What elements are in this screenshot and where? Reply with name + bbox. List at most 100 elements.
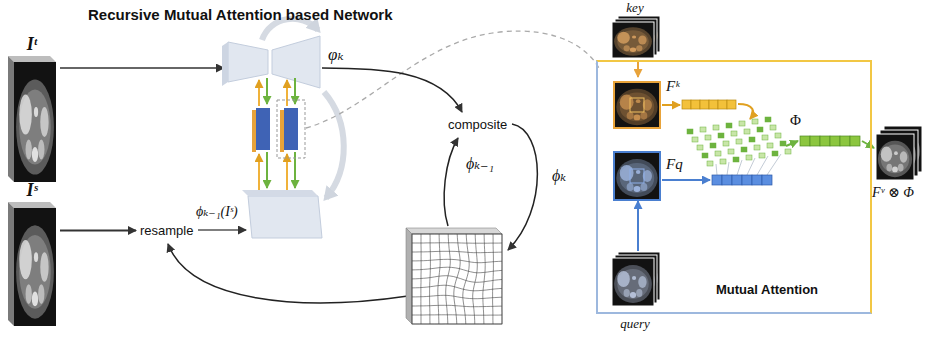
- key-vector: [682, 100, 736, 109]
- attention-cell: [749, 137, 755, 142]
- grid-line: [412, 251, 502, 252]
- vector-cell: [810, 136, 820, 146]
- attention-ray: [757, 156, 768, 175]
- query-arrow: [662, 179, 710, 181]
- node-label: Iˢ: [6, 180, 58, 201]
- output-stack: [876, 126, 922, 180]
- attention-cell: [744, 129, 750, 134]
- deformation-field: [406, 228, 502, 324]
- attention-cell: [733, 157, 739, 162]
- source-image: [8, 202, 56, 326]
- vector-cell: [742, 175, 752, 185]
- node-label: resample: [140, 223, 194, 238]
- attention-cell: [687, 129, 693, 134]
- attention-cell: [765, 117, 771, 122]
- attention-cell: [754, 145, 760, 150]
- grid-line: [412, 314, 502, 315]
- node-label: Fᵛ ⊗ Φ: [860, 184, 926, 201]
- output-node: Fᵛ ⊗ Φ: [860, 126, 926, 206]
- grid-line: [420, 234, 421, 324]
- grid-line: [412, 295, 502, 298]
- attention-cell: [710, 143, 716, 148]
- grid-line: [463, 234, 469, 324]
- vector-cell: [709, 100, 718, 109]
- vector-cell: [840, 136, 850, 146]
- attention-cell: [770, 125, 776, 130]
- node-label: composite: [448, 117, 508, 132]
- attention-cell: [757, 127, 763, 132]
- attention-cell: [775, 133, 781, 138]
- attention-cell: [767, 143, 773, 148]
- key-stack: [612, 16, 660, 58]
- grid-line: [438, 234, 440, 324]
- connector: [637, 201, 639, 251]
- node-label: Iᵗ: [6, 34, 58, 55]
- attention-arrow: [786, 141, 798, 146]
- query-node: query: [608, 252, 662, 334]
- feature-node: Fq: [614, 152, 690, 200]
- attention-cell: [720, 159, 726, 164]
- vector-cell: [752, 175, 762, 185]
- grid-line: [501, 234, 502, 324]
- attention-panel: Mutual Attention FᵏFq: [596, 60, 872, 314]
- node-label: Fᵏ: [666, 78, 679, 95]
- attention-cell: [780, 141, 786, 146]
- grid-line: [412, 285, 502, 291]
- operation-label: resample: [137, 220, 197, 241]
- flow-arrow: [322, 68, 462, 112]
- attention-ray: [747, 158, 755, 175]
- query-vector: [712, 175, 772, 185]
- attention-cell: [731, 131, 737, 136]
- transform-label: ϕₖ₋₁: [466, 154, 494, 173]
- attention-grid: [687, 117, 791, 175]
- feature-node: Fᵏ: [614, 78, 690, 128]
- grid-line: [429, 234, 431, 324]
- vector-cell: [800, 136, 810, 146]
- connector: [637, 61, 639, 77]
- vector-cell: [712, 175, 722, 185]
- vector-cell: [727, 100, 736, 109]
- grid-line: [473, 234, 478, 324]
- network: [222, 19, 344, 238]
- vector-cell: [722, 175, 732, 185]
- attention-ray: [727, 162, 729, 175]
- attention-cell: [715, 151, 721, 156]
- vector-cell: [718, 100, 727, 109]
- flow-arrow: [198, 229, 246, 231]
- grid-line: [412, 259, 502, 262]
- node-label: Fq: [666, 156, 683, 173]
- grid-line: [412, 323, 502, 324]
- attention-cell: [759, 153, 765, 158]
- attention-cell: [718, 133, 724, 138]
- attention-cell: [692, 137, 698, 142]
- flow-arrow: [444, 138, 458, 226]
- vector-cell: [691, 100, 700, 109]
- vector-cell: [700, 100, 709, 109]
- attention-arrow: [862, 141, 874, 148]
- operation-label: composite: [445, 114, 511, 135]
- attention-cell: [746, 155, 752, 160]
- attention-vector: [800, 136, 860, 146]
- vector-cell: [850, 136, 860, 146]
- target-image: [8, 56, 56, 182]
- vector-cell: [762, 175, 772, 185]
- query-stack: [612, 252, 660, 306]
- transform-label: ϕₖ₋₁(Iˢ): [196, 203, 238, 220]
- node-label: Mutual Attention: [716, 282, 818, 297]
- image-node: Iˢ: [6, 180, 58, 328]
- attention-cell: [741, 147, 747, 152]
- transform-label: ϕₖ: [552, 166, 566, 185]
- key-arrow: [738, 104, 753, 119]
- grid-line: [412, 305, 502, 306]
- dashed-link: [306, 31, 600, 128]
- key-feature: [614, 82, 660, 128]
- attention-cell: [705, 135, 711, 140]
- attention-cell: [772, 151, 778, 156]
- attention-cell: [697, 145, 703, 150]
- attention-cell: [739, 121, 745, 126]
- attention-cell: [707, 161, 713, 166]
- grid-line: [446, 234, 451, 324]
- grid-line: [412, 242, 502, 243]
- attention-cell: [713, 125, 719, 130]
